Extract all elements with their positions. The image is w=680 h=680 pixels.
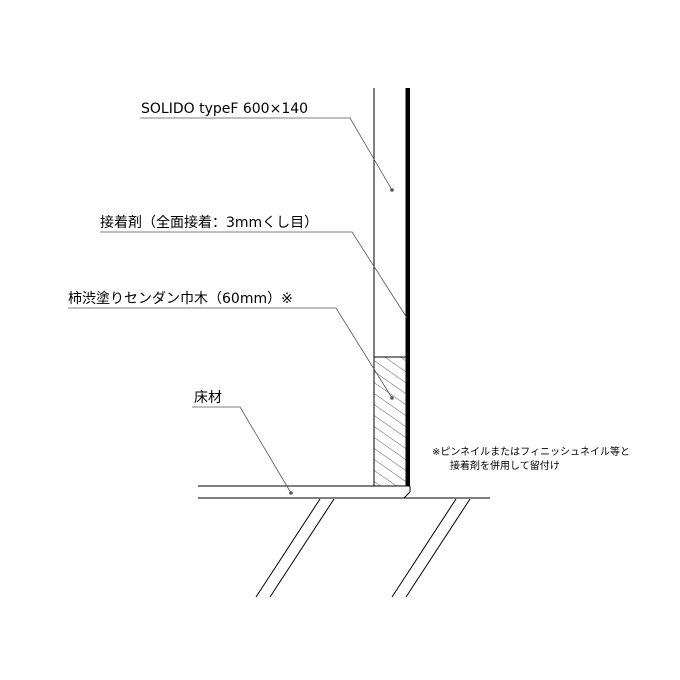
label-panel: SOLIDO typeF 600×140 xyxy=(141,101,308,117)
leader-baseboard xyxy=(68,307,393,399)
floor-material xyxy=(198,485,490,499)
leader-floor xyxy=(192,406,292,494)
note-line-1: ※ピンネイルまたはフィニッシュネイル等と xyxy=(432,445,630,458)
baseboard-hatched xyxy=(373,356,407,487)
leader-dot-panel xyxy=(390,188,394,192)
label-floor: 床材 xyxy=(194,390,222,406)
leader-dots xyxy=(289,188,394,495)
leader-adhesive xyxy=(100,231,408,319)
note-line-2: 接着剤を併用して留付け xyxy=(450,459,560,472)
backing-board xyxy=(406,88,410,486)
leader-dot-floor xyxy=(289,491,293,495)
floor-structure xyxy=(255,498,471,598)
leader-dot-baseboard xyxy=(390,396,394,400)
leader-panel xyxy=(140,117,393,191)
label-baseboard: 柿渋塗りセンダン巾木（60mm）※ xyxy=(68,290,293,307)
leader-lines xyxy=(68,117,408,494)
label-adhesive: 接着剤（全面接着：3mmくし目） xyxy=(100,214,318,231)
wall-panel xyxy=(373,88,407,357)
